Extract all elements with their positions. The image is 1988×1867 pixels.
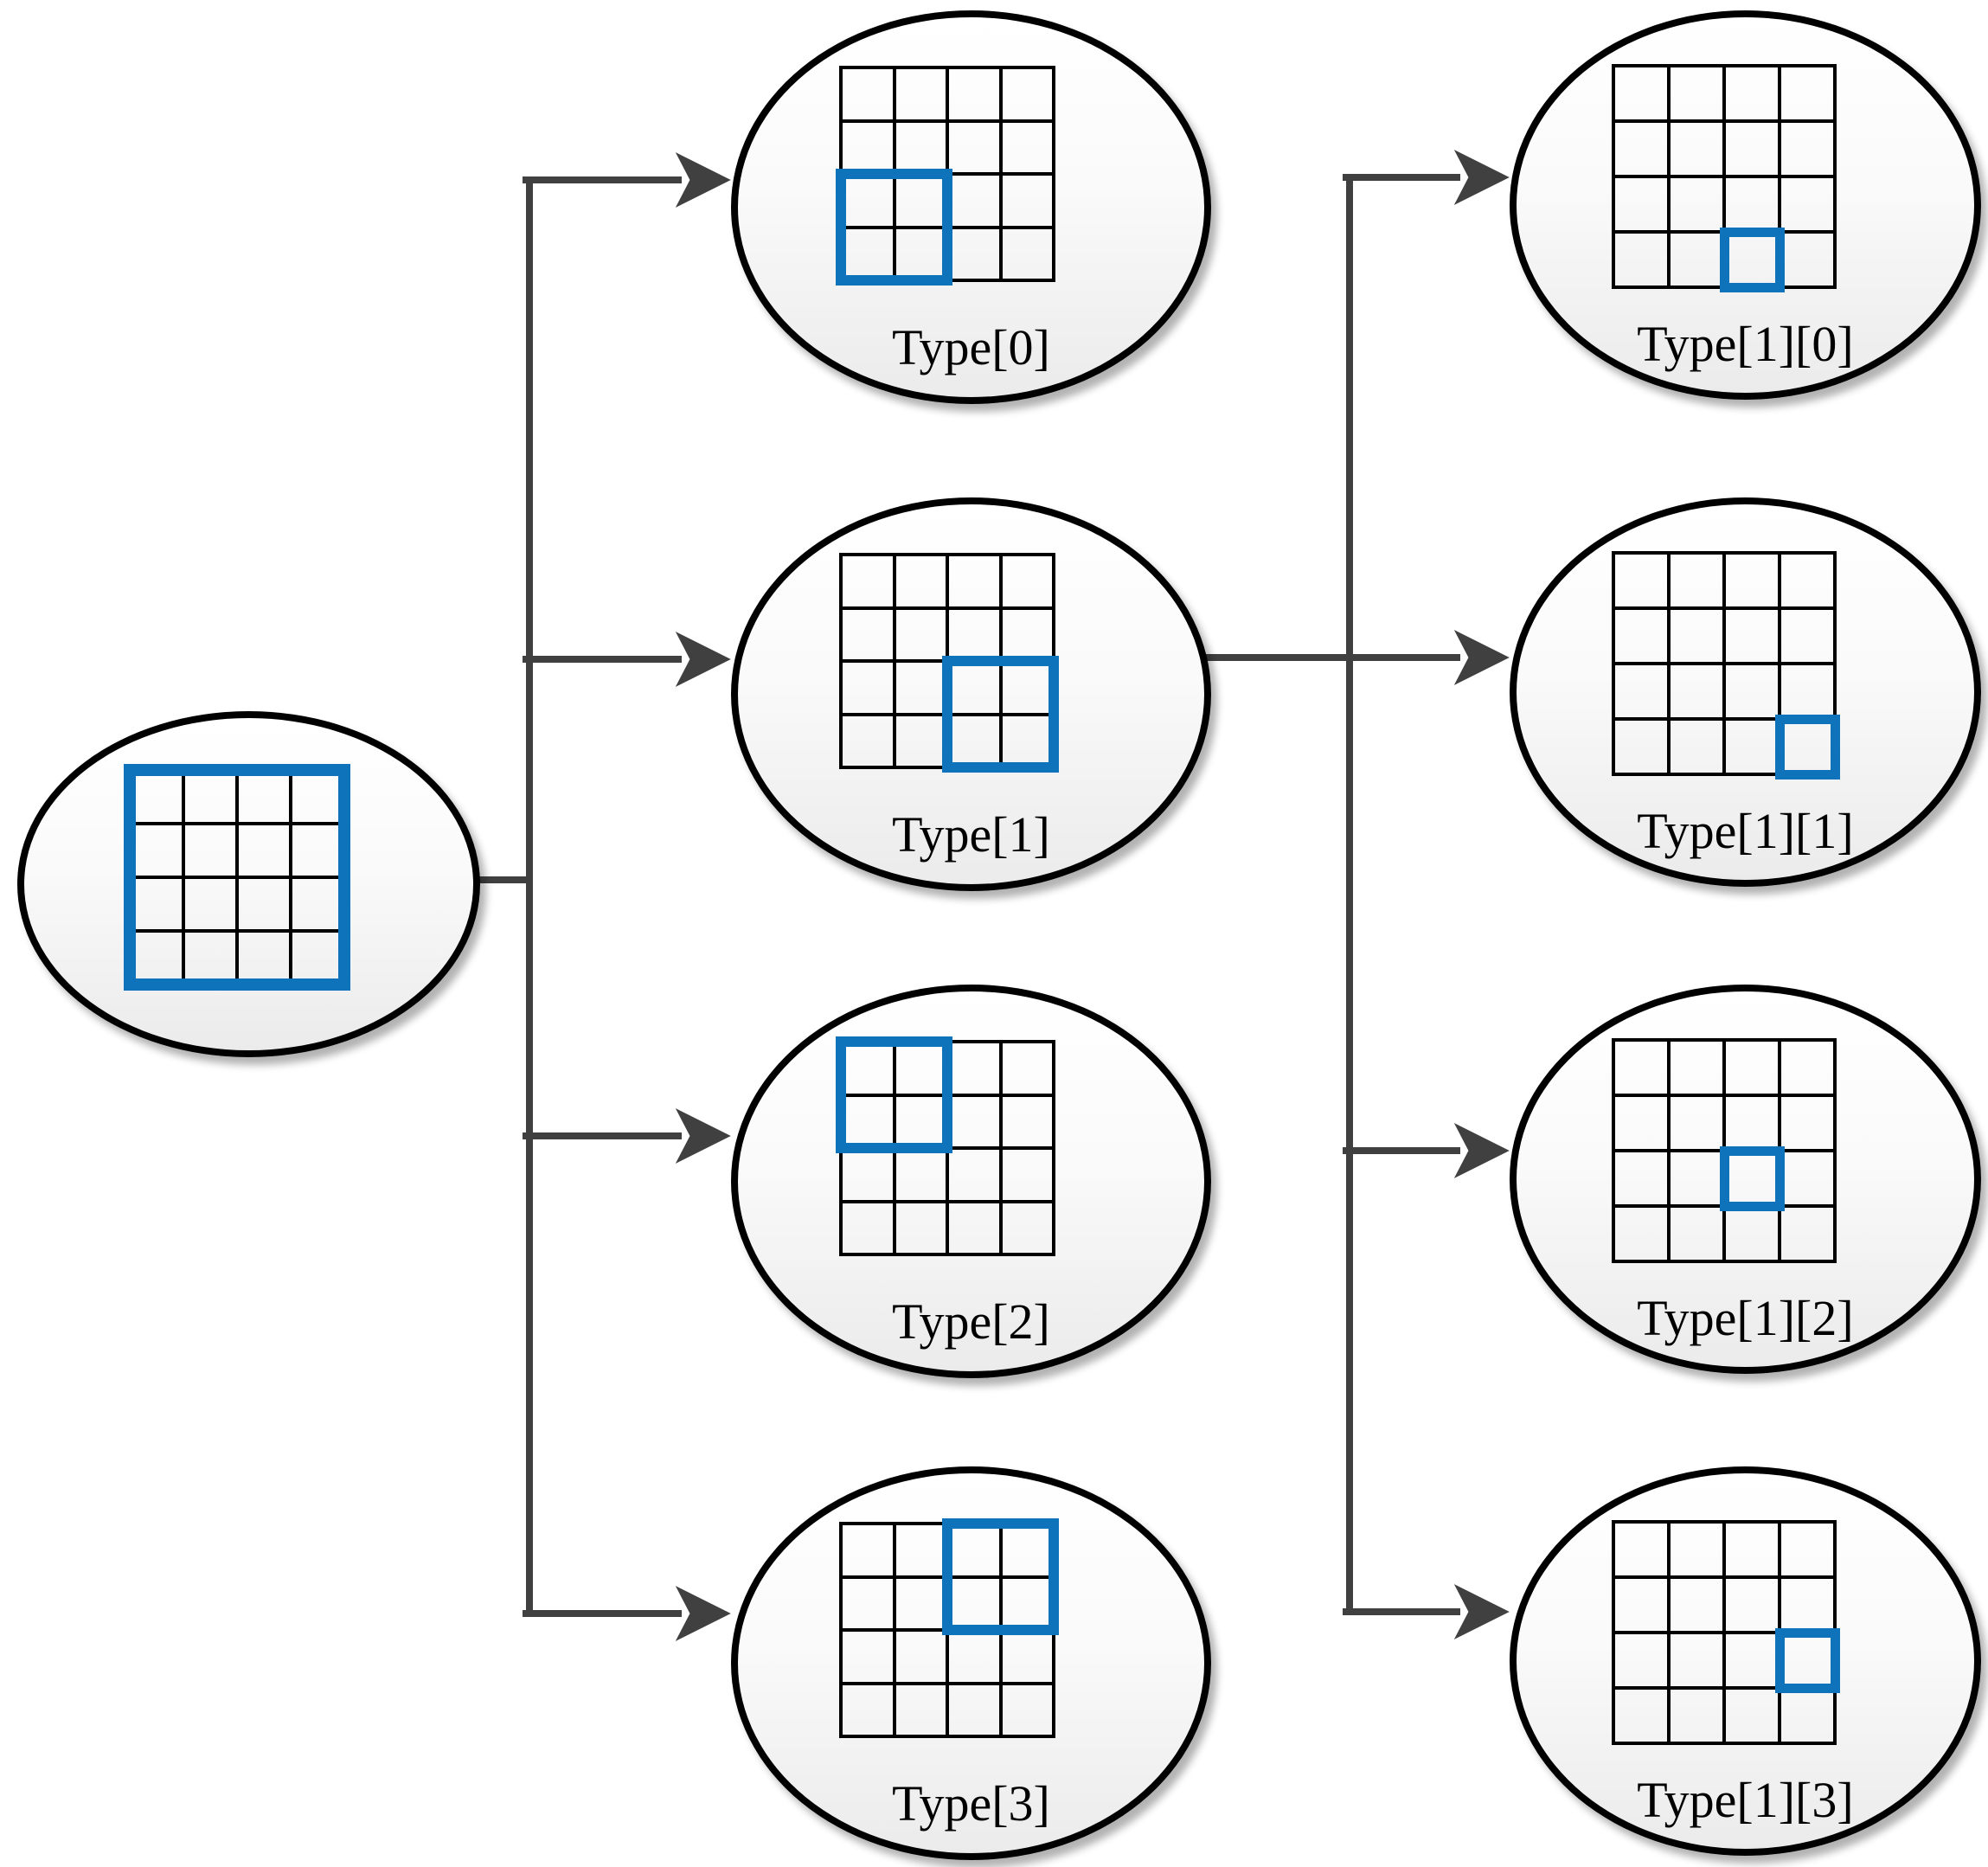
grid-line-vertical <box>1778 551 1781 776</box>
grid-4x4 <box>1612 1520 1840 1745</box>
grid-line-vertical <box>1833 1038 1837 1263</box>
grid-line-vertical <box>1833 64 1837 289</box>
highlight-region <box>942 656 1059 773</box>
highlight-region <box>1774 1627 1840 1693</box>
grid-line-horizontal <box>1612 1686 1837 1690</box>
node-label: Type[3] <box>892 1775 1050 1832</box>
grid-line-horizontal <box>1612 175 1837 178</box>
grid-line-horizontal <box>1612 717 1837 721</box>
highlight-region <box>942 1518 1059 1635</box>
grid-4x4 <box>836 66 1055 286</box>
node-type12: Type[1][2] <box>1510 985 1981 1374</box>
node-type2: Type[2] <box>731 985 1211 1378</box>
node-type0: Type[0] <box>731 10 1211 404</box>
grid-line-horizontal <box>1612 773 1837 776</box>
grid-line-horizontal <box>1612 1742 1837 1745</box>
grid-line-horizontal <box>1612 662 1837 665</box>
node-type13: Type[1][3] <box>1510 1466 1981 1856</box>
grid-4x4 <box>836 1036 1055 1256</box>
node-label: Type[0] <box>892 319 1050 375</box>
node-label: Type[1][0] <box>1637 316 1854 372</box>
node-label: Type[1][2] <box>1637 1290 1854 1346</box>
grid-4x4 <box>1612 1038 1837 1263</box>
highlight-region <box>836 1036 952 1153</box>
grid-line-vertical <box>1052 66 1055 282</box>
grid-4x4 <box>1612 551 1840 780</box>
grid-line-vertical <box>998 66 1003 282</box>
node-type1: Type[1] <box>731 497 1211 891</box>
grid-line-horizontal <box>839 1735 1055 1738</box>
grid-4x4 <box>124 764 350 991</box>
grid-line-horizontal <box>839 1253 1055 1256</box>
grid-line-vertical <box>998 1040 1003 1256</box>
grid-line-horizontal <box>128 929 346 933</box>
grid-4x4 <box>839 553 1059 773</box>
grid-line-vertical <box>1778 64 1781 289</box>
grid-line-vertical <box>1833 551 1837 776</box>
highlight-region <box>1719 1145 1785 1211</box>
grid-line-horizontal <box>128 876 346 879</box>
node-root <box>17 711 480 1057</box>
grid-line-horizontal <box>1612 1260 1837 1263</box>
highlight-region <box>1774 714 1840 780</box>
highlight-region <box>1719 227 1785 292</box>
grid-line-horizontal <box>839 1199 1055 1203</box>
node-label: Type[1] <box>892 806 1050 863</box>
grid-line-horizontal <box>1612 1631 1837 1634</box>
grid-4x4 <box>1612 64 1837 292</box>
node-type10: Type[1][0] <box>1510 10 1981 400</box>
grid-line-vertical <box>1052 1040 1055 1256</box>
highlight-region <box>124 764 350 991</box>
grid-line-horizontal <box>839 1681 1055 1685</box>
node-type11: Type[1][1] <box>1510 497 1981 887</box>
node-label: Type[1][1] <box>1637 803 1854 859</box>
grid-4x4 <box>839 1518 1059 1738</box>
node-type3: Type[3] <box>731 1466 1211 1860</box>
highlight-region <box>836 169 952 286</box>
node-label: Type[1][3] <box>1637 1772 1854 1828</box>
grid-line-vertical <box>289 768 292 986</box>
node-label: Type[2] <box>892 1293 1050 1350</box>
